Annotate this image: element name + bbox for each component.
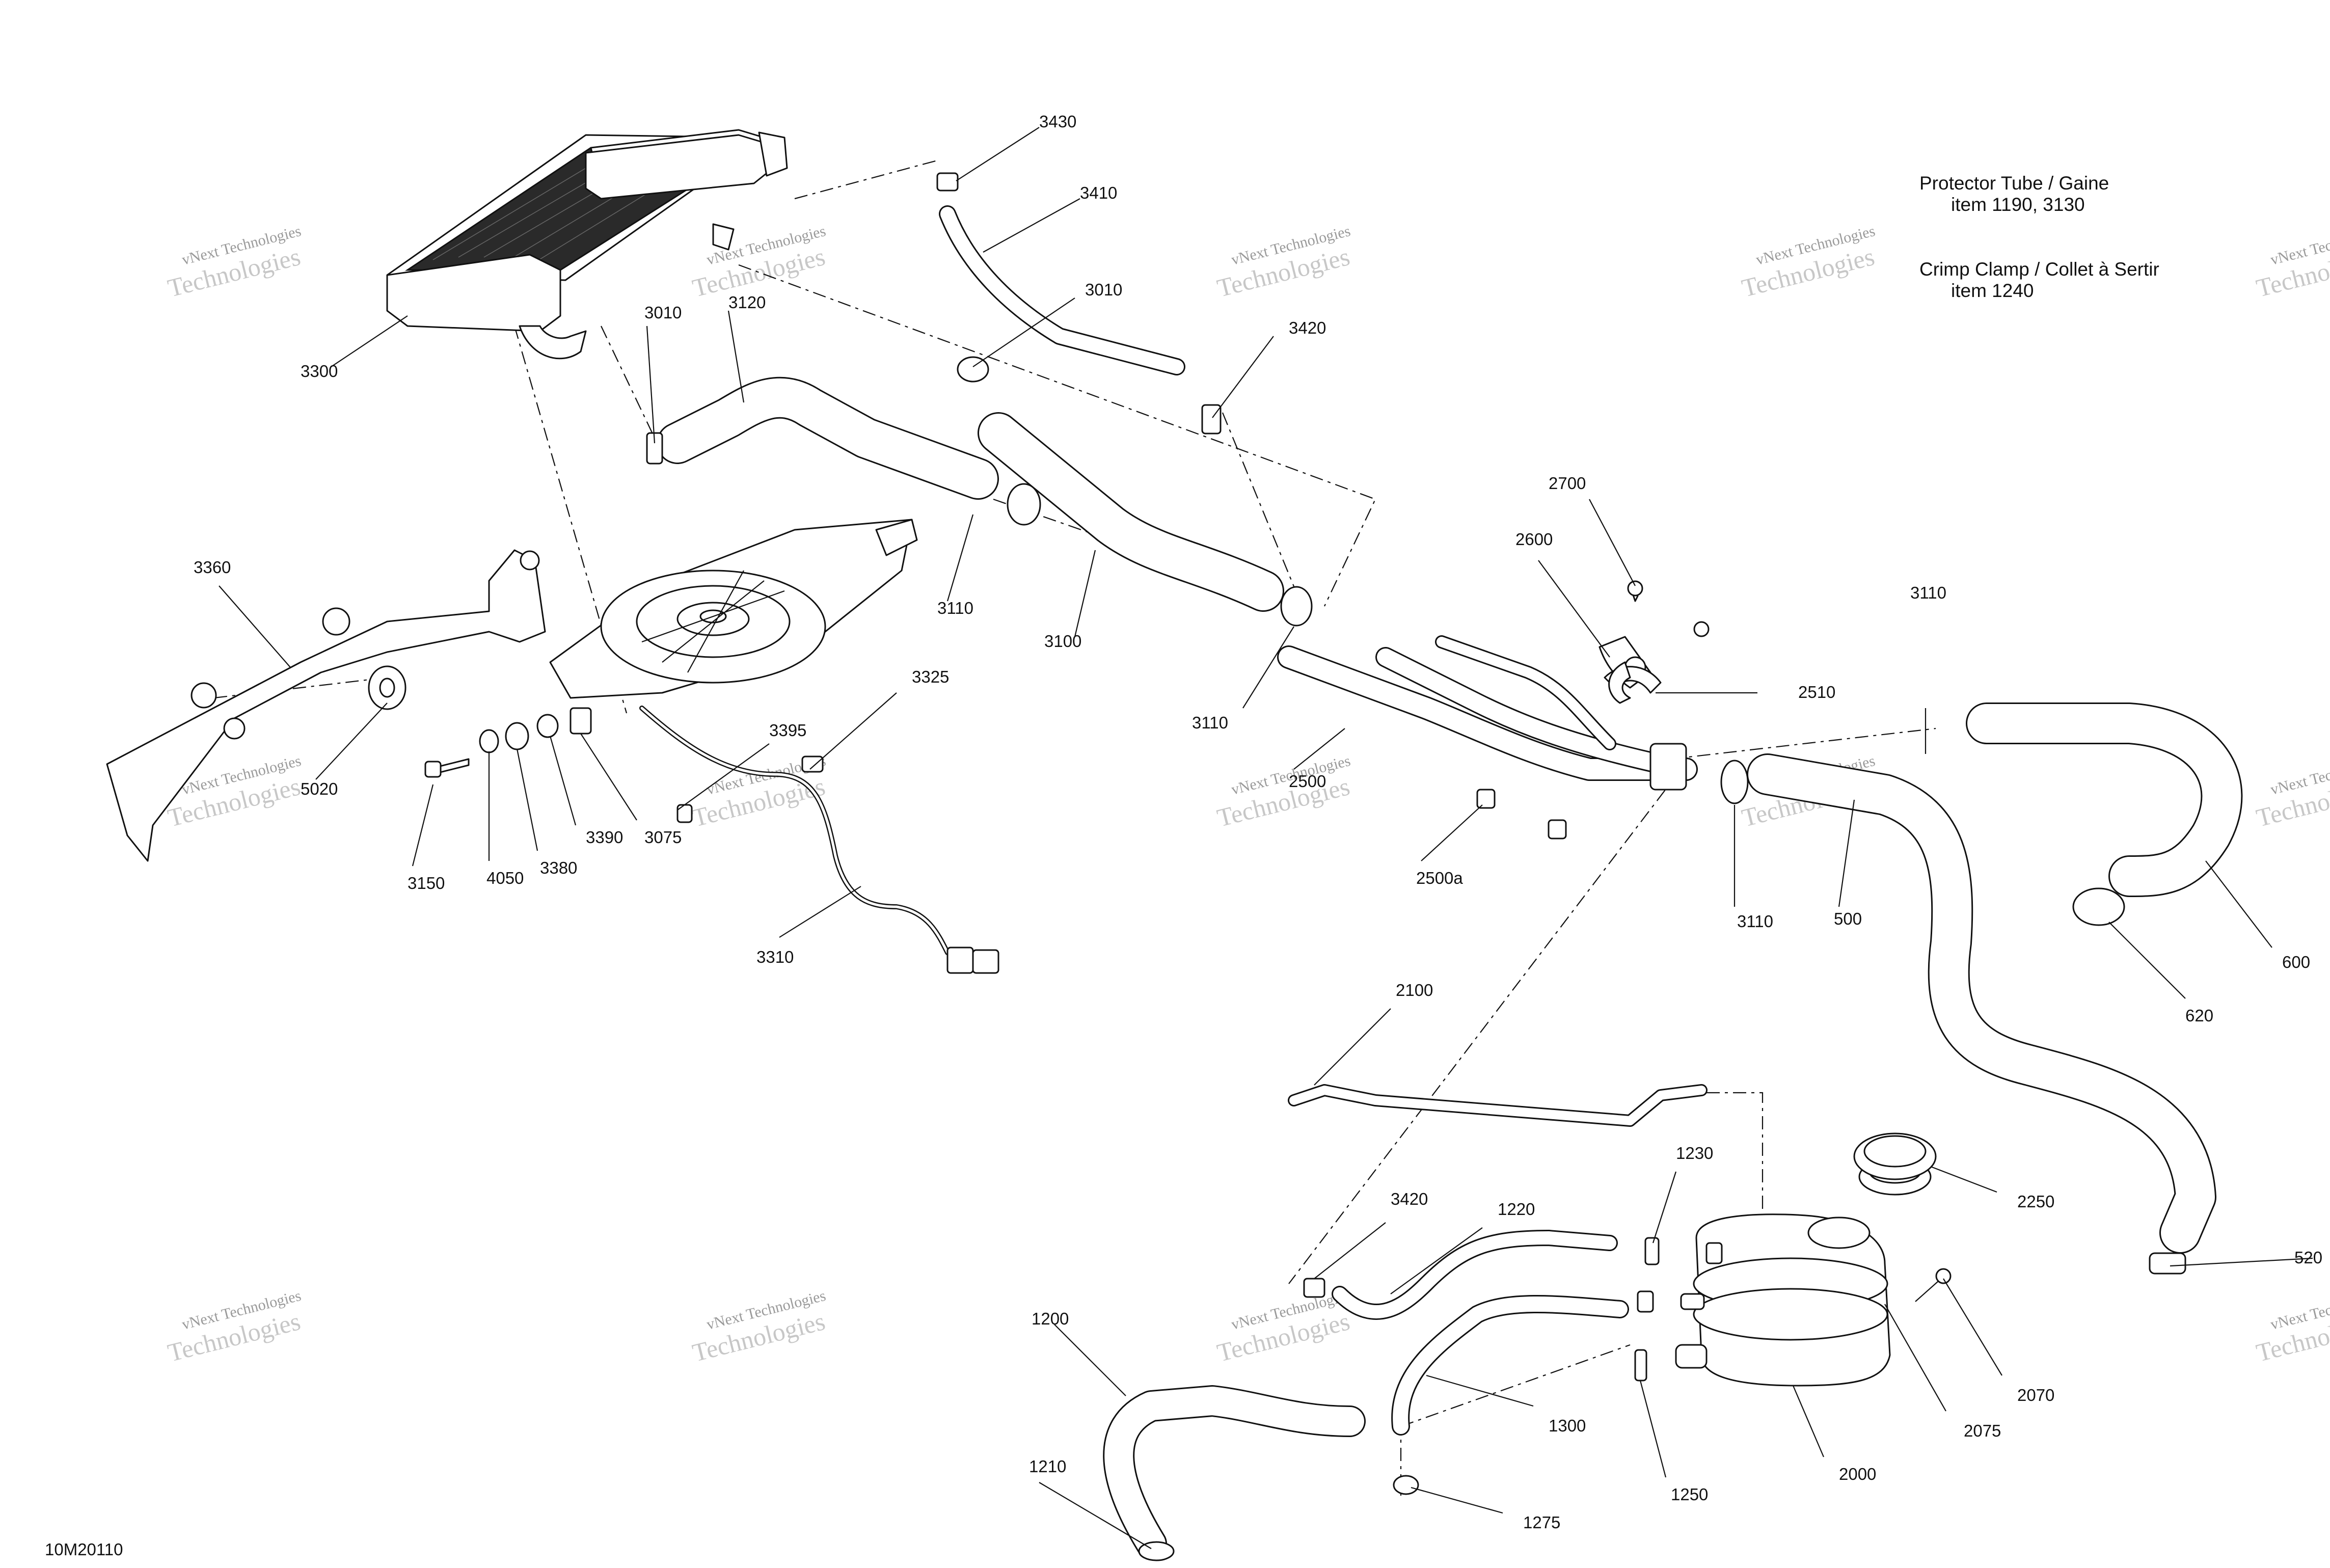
bracket — [106, 549, 546, 862]
callout-3150: 3150 — [408, 874, 445, 893]
fan-assembly — [549, 519, 999, 974]
callout-3010: 3010 — [1085, 280, 1122, 299]
callout-2250: 2250 — [2017, 1192, 2054, 1211]
note-protector-tube-line2: item 1190, 3130 — [1951, 194, 2085, 215]
small-parts — [368, 172, 2186, 1561]
callout-2070: 2070 — [2017, 1386, 2054, 1404]
callout-2100: 2100 — [1396, 981, 1433, 999]
callout-1220: 1220 — [1498, 1200, 1535, 1219]
callout-3395: 3395 — [769, 721, 806, 740]
callout-3100: 3100 — [1044, 632, 1081, 651]
callout-1210: 1210 — [1029, 1457, 1066, 1476]
callout-3120: 3120 — [728, 293, 766, 312]
callout-1275: 1275 — [1523, 1513, 1560, 1532]
callout-3110: 3110 — [1192, 713, 1228, 732]
callout-500: 500 — [1834, 909, 1862, 928]
callout-600: 600 — [2282, 953, 2310, 971]
callout-3430: 3430 — [1039, 112, 1076, 131]
callout-3390: 3390 — [586, 828, 623, 847]
note-protector-tube-line1: Protector Tube / Gaine — [1919, 173, 2109, 194]
leader-lines — [219, 127, 2313, 1549]
callout-2075: 2075 — [1964, 1421, 2001, 1440]
radiator — [386, 129, 788, 360]
callout-520: 520 — [2294, 1248, 2322, 1267]
callout-5020: 5020 — [301, 779, 338, 798]
expansion-tank — [1675, 1158, 1932, 1387]
callout-2600: 2600 — [1515, 530, 1553, 549]
callout-2000: 2000 — [1839, 1465, 1876, 1483]
hoses — [657, 205, 2243, 1559]
callout-620: 620 — [2185, 1006, 2213, 1025]
callout-2700: 2700 — [1549, 474, 1586, 493]
assembly-dashed-lines — [213, 159, 1936, 1498]
diagram-id: 10M20110 — [45, 1540, 123, 1559]
callout-2510: 2510 — [1798, 683, 1835, 701]
callout-1230: 1230 — [1676, 1144, 1713, 1163]
callout-3110: 3110 — [1910, 583, 1946, 602]
callout-2500a: 2500a — [1416, 869, 1463, 887]
note-crimp-clamp-line2: item 1240 — [1951, 280, 2034, 301]
callout-2500: 2500 — [1289, 772, 1326, 791]
callout-3300: 3300 — [301, 362, 338, 381]
callout-3410: 3410 — [1080, 183, 1117, 202]
callout-3360: 3360 — [194, 558, 231, 577]
callout-3010: 3010 — [644, 303, 682, 322]
callout-1250: 1250 — [1671, 1485, 1708, 1504]
pipe-assembly — [1277, 635, 1698, 791]
callout-1200: 1200 — [1032, 1309, 1069, 1328]
callout-4050: 4050 — [486, 869, 524, 887]
note-crimp-clamp-line1: Crimp Clamp / Collet à Sertir — [1919, 259, 2159, 280]
callout-labels: 3430 3410 3010 3010 3120 3420 3300 3360 5020 3110… — [194, 112, 2322, 1532]
callout-3110: 3110 — [1737, 912, 1773, 931]
callout-1300: 1300 — [1549, 1416, 1586, 1435]
callout-3075: 3075 — [644, 828, 682, 847]
callout-3110: 3110 — [937, 599, 973, 617]
callout-3310: 3310 — [756, 948, 794, 966]
callout-3380: 3380 — [540, 858, 577, 877]
callout-3420: 3420 — [1289, 318, 1326, 337]
callout-3420: 3420 — [1391, 1189, 1428, 1208]
callout-3325: 3325 — [912, 667, 949, 686]
notes-block: Protector Tube / Gaine item 1190, 3130 C… — [1919, 173, 2159, 301]
